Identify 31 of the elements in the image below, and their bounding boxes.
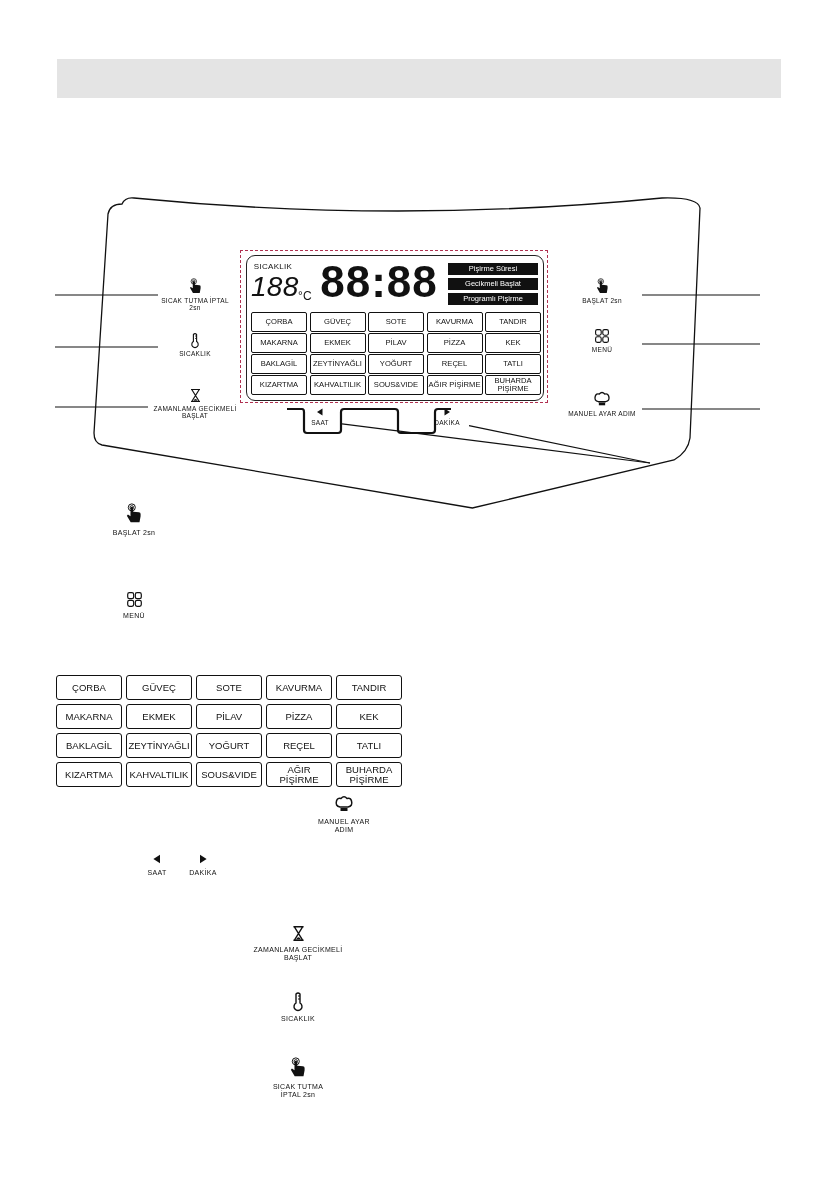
program-button: BUHARDA PİŞİRME: [336, 762, 402, 787]
program-button: MAKARNA: [56, 704, 122, 729]
program-button: GÜVEÇ: [126, 675, 192, 700]
program-button: AĞIR PİŞİRME: [266, 762, 332, 787]
program-button: KIZARTMA: [56, 762, 122, 787]
leader-line: [468, 424, 651, 464]
program-button: TATLI: [336, 733, 402, 758]
program-button: REÇEL: [266, 733, 332, 758]
program-button: PİZZA: [266, 704, 332, 729]
unit-label: °C: [297, 290, 313, 304]
program-button: ZEYTİNYAĞLI: [126, 733, 192, 758]
program-button: PİLAV: [196, 704, 262, 729]
program-button: KAVURMA: [266, 675, 332, 700]
leader-line: [54, 346, 159, 348]
program-button: BAKLAGİL: [56, 733, 122, 758]
digit-readout: 88:88: [319, 257, 439, 308]
leader-line: [54, 294, 159, 296]
program-button: KEK: [336, 704, 402, 729]
leader-line: [641, 343, 761, 345]
program-button: TANDIR: [336, 675, 402, 700]
digit-readout: 188: [251, 271, 297, 304]
program-button: EKMEK: [126, 704, 192, 729]
program-button: SOTE: [196, 675, 262, 700]
leader-line: [641, 294, 761, 296]
program-button: SOUS&VIDE: [196, 762, 262, 787]
leader-line: [641, 408, 761, 410]
leader-line: [54, 406, 149, 408]
program-button: ÇORBA: [56, 675, 122, 700]
program-button: YOĞURT: [196, 733, 262, 758]
program-button: KAHVALTILIK: [126, 762, 192, 787]
display-label: SICAKLIK: [253, 262, 293, 272]
